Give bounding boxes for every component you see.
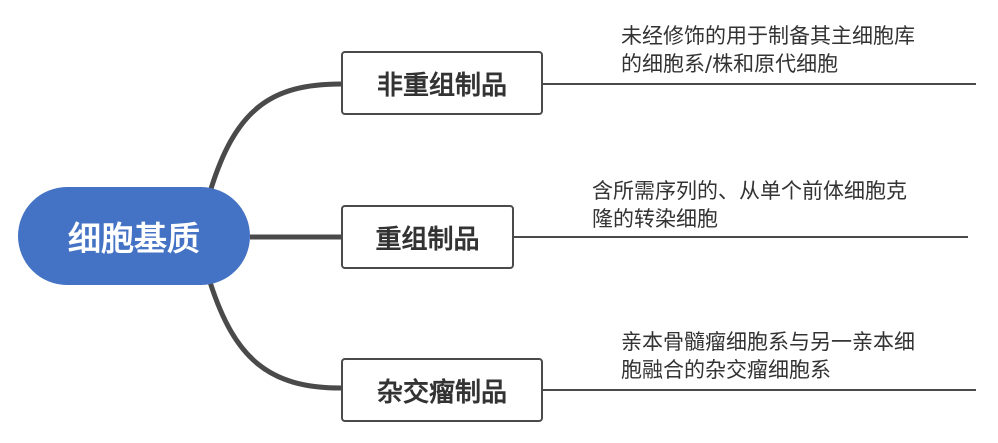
branch-description-3: 亲本骨髓瘤细胞系与另一亲本细 胞融合的杂交瘤细胞系 [621,328,915,384]
description-line: 胞融合的杂交瘤细胞系 [621,358,831,382]
description-line: 隆的转染细胞 [592,207,718,231]
description-line: 的细胞系/株和原代细胞 [621,52,839,76]
description-line: 亲本骨髓瘤细胞系与另一亲本细 [621,330,915,354]
branch-node-non-recombinant: 非重组制品 [341,51,543,115]
branch-description-2: 含所需序列的、从单个前体细胞克 隆的转染细胞 [592,177,907,233]
connector-branch-1 [207,81,342,193]
description-line: 含所需序列的、从单个前体细胞克 [592,179,907,203]
root-node: 细胞基质 [18,187,250,285]
connector-branch-3 [207,281,342,391]
branch-node-recombinant: 重组制品 [341,205,514,269]
description-line: 未经修饰的用于制备其主细胞库 [621,24,915,48]
branch-node-hybridoma: 杂交瘤制品 [341,358,543,422]
branch-description-1: 未经修饰的用于制备其主细胞库 的细胞系/株和原代细胞 [621,22,915,78]
